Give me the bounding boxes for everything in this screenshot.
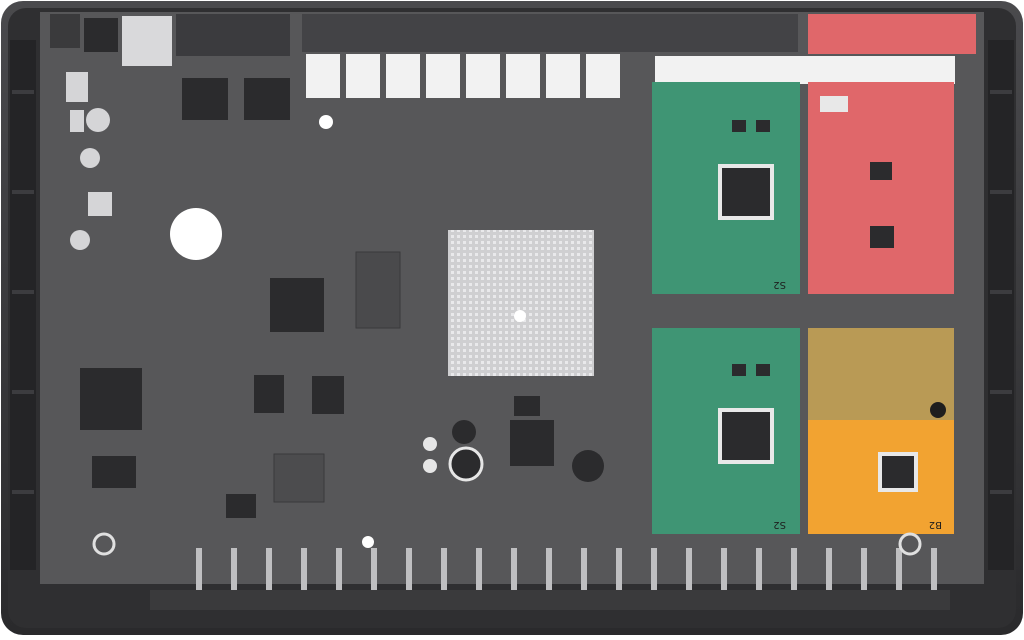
terminal-pin — [301, 548, 307, 592]
terminal-pin — [441, 548, 447, 592]
terminal-pin — [371, 548, 377, 592]
module-green-top — [652, 82, 800, 294]
ethernet-port — [122, 16, 172, 66]
terminal-slot — [346, 54, 380, 98]
module-connector-row — [655, 56, 955, 84]
module-green-bottom — [652, 328, 800, 534]
terminal-pin — [651, 548, 657, 592]
terminal-pin — [826, 548, 832, 592]
coin-battery — [170, 208, 222, 260]
terminal-pin — [931, 548, 937, 592]
terminal-pin — [791, 548, 797, 592]
terminal-slot — [506, 54, 540, 98]
terminal-pin — [196, 548, 202, 592]
terminal-row — [306, 54, 620, 98]
power-components — [423, 396, 604, 482]
mount-hole-right — [898, 532, 922, 556]
terminal-slot — [426, 54, 460, 98]
module-gold-orange-bottom — [808, 328, 954, 534]
terminal-pin — [581, 548, 587, 592]
module-label-orange: B2 — [929, 519, 942, 530]
module-red-top — [808, 82, 954, 294]
module-label-green-top: S2 — [773, 279, 786, 290]
top-header — [176, 14, 290, 56]
terminal-pin — [896, 548, 902, 592]
terminal-pin — [511, 548, 517, 592]
mount-hole-left — [92, 532, 116, 556]
terminal-pin — [721, 548, 727, 592]
terminal-pin — [406, 548, 412, 592]
terminal-pin — [756, 548, 762, 592]
module-label-green-bottom: S2 — [773, 519, 786, 530]
terminal-slot — [586, 54, 620, 98]
terminal-pin — [231, 548, 237, 592]
bottom-connector-strip — [150, 590, 950, 610]
terminal-slot — [546, 54, 580, 98]
left-components — [80, 78, 401, 518]
terminal-pin — [616, 548, 622, 592]
red-top-connector — [808, 14, 976, 54]
terminal-pin — [686, 548, 692, 592]
cpu-heatsink — [448, 230, 594, 376]
terminal-pin — [546, 548, 552, 592]
top-terminal-block — [302, 14, 798, 52]
enclosure-ribs — [10, 40, 1014, 570]
terminal-slot — [306, 54, 340, 98]
terminal-pin — [476, 548, 482, 592]
terminal-slot — [466, 54, 500, 98]
bottom-terminal-pins — [196, 548, 937, 592]
terminal-pin — [861, 548, 867, 592]
terminal-pin — [266, 548, 272, 592]
usb-port — [84, 18, 118, 52]
terminal-pin — [336, 548, 342, 592]
terminal-slot — [386, 54, 420, 98]
